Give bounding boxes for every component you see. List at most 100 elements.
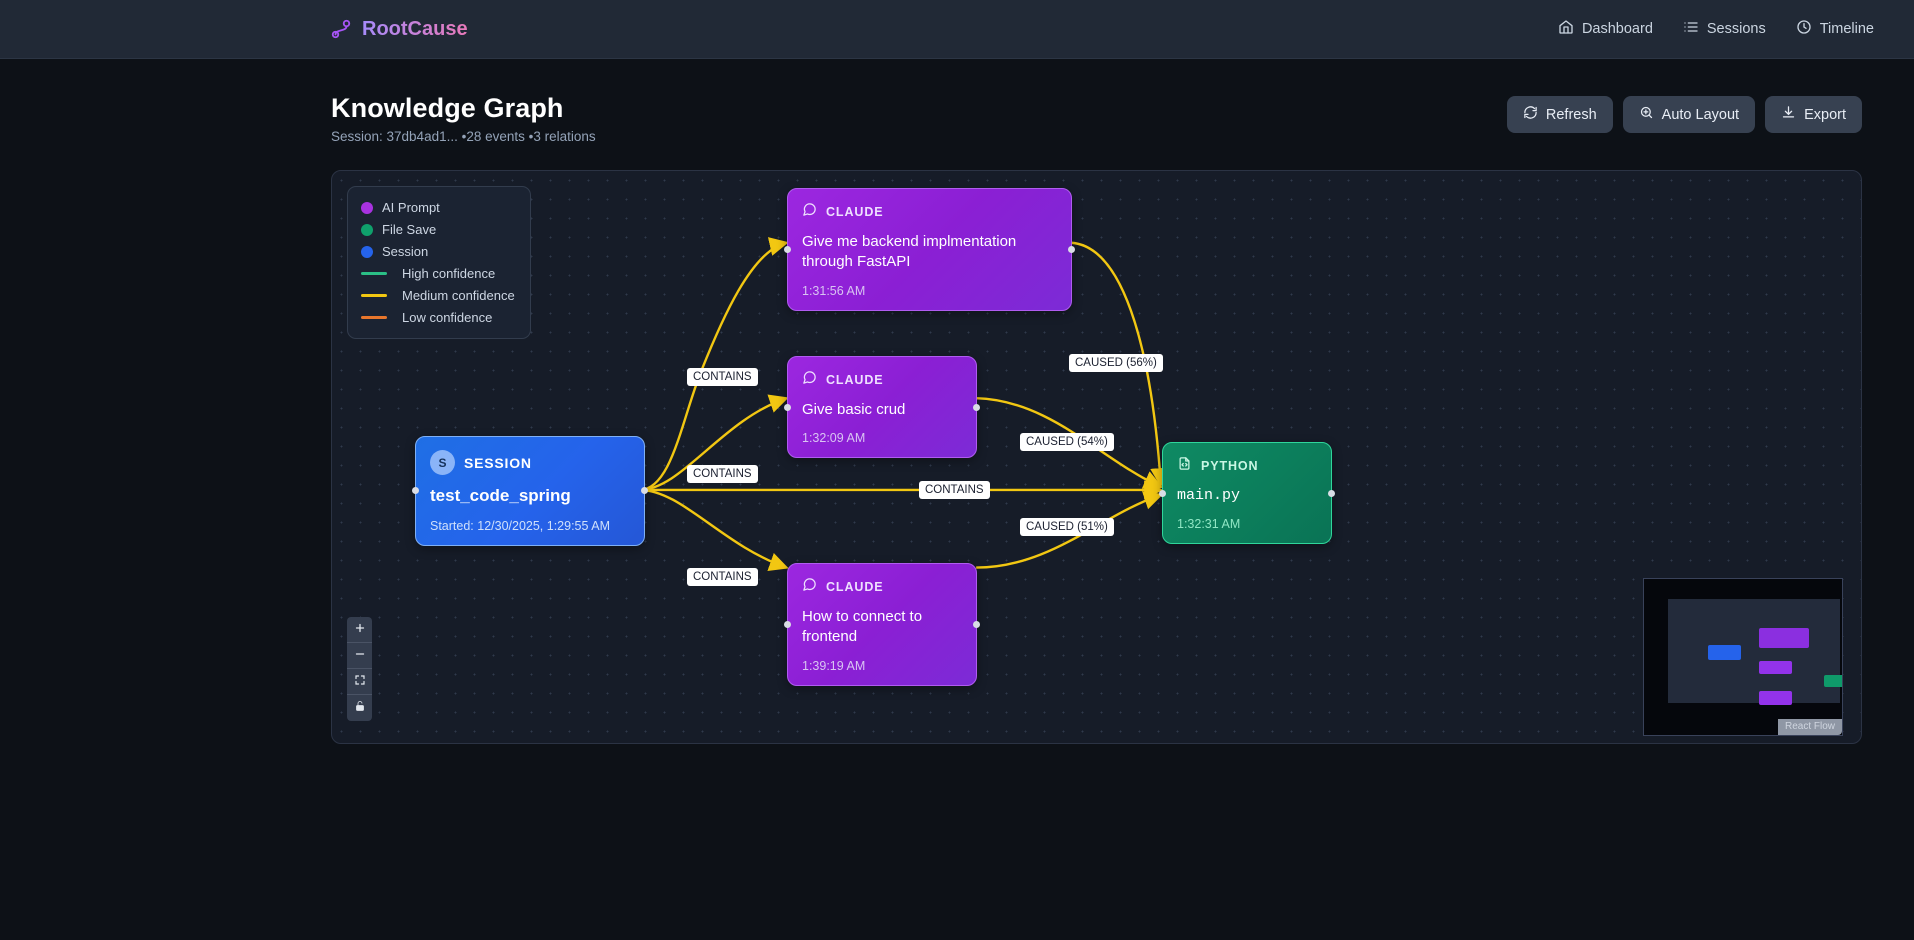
refresh-icon xyxy=(1523,105,1538,124)
graph-minimap[interactable]: React Flow xyxy=(1643,578,1843,736)
minimap-node xyxy=(1708,645,1741,660)
legend-dot-file-save xyxy=(361,223,373,236)
nav-label-dashboard: Dashboard xyxy=(1581,21,1653,37)
node-header: S SESSION xyxy=(430,450,630,475)
node-port-left[interactable] xyxy=(784,620,791,628)
legend-item-medium-confidence: Medium confidence xyxy=(361,288,515,303)
node-port-right[interactable] xyxy=(641,487,648,495)
edge-label-contains-1[interactable]: CONTAINS xyxy=(687,368,758,386)
top-navigation-bar: RootCause Dashboard Sessions Timeline xyxy=(0,0,1914,59)
nav-label-sessions: Sessions xyxy=(1706,21,1766,37)
legend-item-high-confidence: High confidence xyxy=(361,266,515,281)
nav-item-timeline[interactable]: Timeline xyxy=(1796,19,1874,39)
unlock-icon xyxy=(354,699,366,717)
page-title-group: Knowledge Graph Session: 37db4ad1... •28… xyxy=(331,93,1507,144)
node-kind-label: CLAUDE xyxy=(826,580,884,594)
list-icon xyxy=(1683,19,1699,39)
minimap-node xyxy=(1824,675,1842,687)
refresh-button[interactable]: Refresh xyxy=(1506,96,1613,133)
legend-label-high-confidence: High confidence xyxy=(402,266,496,281)
download-icon xyxy=(1781,105,1796,124)
minimap-attribution: React Flow xyxy=(1777,719,1842,735)
edge-label-contains-2[interactable]: CONTAINS xyxy=(687,465,758,483)
node-port-right[interactable] xyxy=(973,403,980,411)
minimap-viewport[interactable] xyxy=(1668,599,1842,705)
minimap-node xyxy=(1759,661,1792,674)
zoom-in-icon xyxy=(1639,105,1654,124)
legend-label-low-confidence: Low confidence xyxy=(402,310,493,325)
page-body: Knowledge Graph Session: 37db4ad1... •28… xyxy=(0,59,1914,744)
node-title: test_code_spring xyxy=(430,486,571,505)
edge-label-caused-2[interactable]: CAUSED (54%) xyxy=(1020,433,1114,451)
legend-line-medium-confidence xyxy=(361,294,387,297)
node-port-left[interactable] xyxy=(784,245,791,253)
edge-label-contains-3[interactable]: CONTAINS xyxy=(687,568,758,586)
node-title: Give basic crud xyxy=(802,401,906,418)
node-port-right[interactable] xyxy=(1328,489,1335,497)
message-square-icon xyxy=(802,202,817,222)
edge-contains-1 xyxy=(639,237,789,492)
edge-label-caused-3[interactable]: CAUSED (51%) xyxy=(1020,518,1114,536)
node-port-right[interactable] xyxy=(973,620,980,628)
legend-line-low-confidence xyxy=(361,316,387,319)
node-title: How to connect to frontend xyxy=(802,608,923,646)
legend-label-session: Session xyxy=(382,244,429,259)
node-port-left[interactable] xyxy=(784,403,791,411)
auto-layout-label: Auto Layout xyxy=(1661,106,1740,123)
auto-layout-button[interactable]: Auto Layout xyxy=(1622,96,1756,133)
graph-canvas[interactable]: AI Prompt File Save Session High confide… xyxy=(331,170,1862,744)
graph-node-claude-2[interactable]: CLAUDE Give basic crud 1:32:09 AM xyxy=(784,356,980,459)
legend-item-file-save: File Save xyxy=(361,222,515,237)
node-port-right[interactable] xyxy=(1068,245,1075,253)
nav-item-dashboard[interactable]: Dashboard xyxy=(1558,19,1653,39)
zoom-in-button[interactable] xyxy=(347,617,372,643)
node-timestamp: 1:32:09 AM xyxy=(802,431,866,446)
edge-contains-3 xyxy=(639,488,789,572)
page-title: Knowledge Graph xyxy=(331,93,564,123)
minimap-node xyxy=(1759,691,1792,705)
graph-node-session[interactable]: S SESSION test_code_spring Started: 12/3… xyxy=(412,436,648,546)
zoom-out-button[interactable] xyxy=(347,643,372,669)
export-button[interactable]: Export xyxy=(1765,96,1862,133)
nav-label-timeline: Timeline xyxy=(1819,21,1874,37)
edge-caused-3 xyxy=(976,491,1164,569)
edge-caused-1 xyxy=(1070,241,1170,488)
edge-label-contains-4[interactable]: CONTAINS xyxy=(919,481,990,499)
legend-line-high-confidence xyxy=(361,272,387,275)
graph-node-python[interactable]: PYTHON main.py 1:32:31 AM xyxy=(1159,442,1335,545)
node-timestamp: Started: 12/30/2025, 1:29:55 AM xyxy=(430,518,610,533)
node-port-left[interactable] xyxy=(412,487,419,495)
avatar: S xyxy=(430,450,455,475)
node-header: CLAUDE xyxy=(802,577,962,597)
graph-node-claude-3[interactable]: CLAUDE How to connect to frontend 1:39:1… xyxy=(784,563,980,686)
home-icon xyxy=(1558,19,1574,39)
node-kind-label: PYTHON xyxy=(1201,459,1259,473)
node-kind-label: CLAUDE xyxy=(826,373,884,387)
edge-label-caused-1[interactable]: CAUSED (56%) xyxy=(1069,354,1163,372)
page-subtitle: Session: 37db4ad1... •28 events •3 relat… xyxy=(331,129,596,144)
node-title: Give me backend implmentation through Fa… xyxy=(802,233,1017,271)
node-header: CLAUDE xyxy=(802,370,962,390)
legend-dot-ai-prompt xyxy=(361,201,373,214)
graph-edges xyxy=(639,237,1170,572)
graph-legend: AI Prompt File Save Session High confide… xyxy=(347,186,531,339)
message-square-icon xyxy=(802,370,817,390)
node-kind-label: SESSION xyxy=(464,454,532,471)
maximize-icon xyxy=(354,673,366,691)
export-label: Export xyxy=(1804,106,1846,123)
brand-logo[interactable]: RootCause xyxy=(330,18,468,41)
node-title: main.py xyxy=(1177,487,1241,504)
node-timestamp: 1:39:19 AM xyxy=(802,658,866,673)
lock-toggle-button[interactable] xyxy=(347,695,372,721)
graph-controls xyxy=(347,617,372,721)
node-timestamp: 1:31:56 AM xyxy=(802,283,866,298)
legend-label-ai-prompt: AI Prompt xyxy=(382,200,440,215)
node-port-left[interactable] xyxy=(1159,489,1166,497)
fit-view-button[interactable] xyxy=(347,669,372,695)
minus-icon xyxy=(354,647,366,665)
minimap-node xyxy=(1759,628,1809,648)
nav-item-sessions[interactable]: Sessions xyxy=(1683,19,1766,39)
graph-node-claude-1[interactable]: CLAUDE Give me backend implmentation thr… xyxy=(784,188,1075,311)
brand-name: RootCause xyxy=(362,17,468,40)
refresh-label: Refresh xyxy=(1545,106,1597,123)
